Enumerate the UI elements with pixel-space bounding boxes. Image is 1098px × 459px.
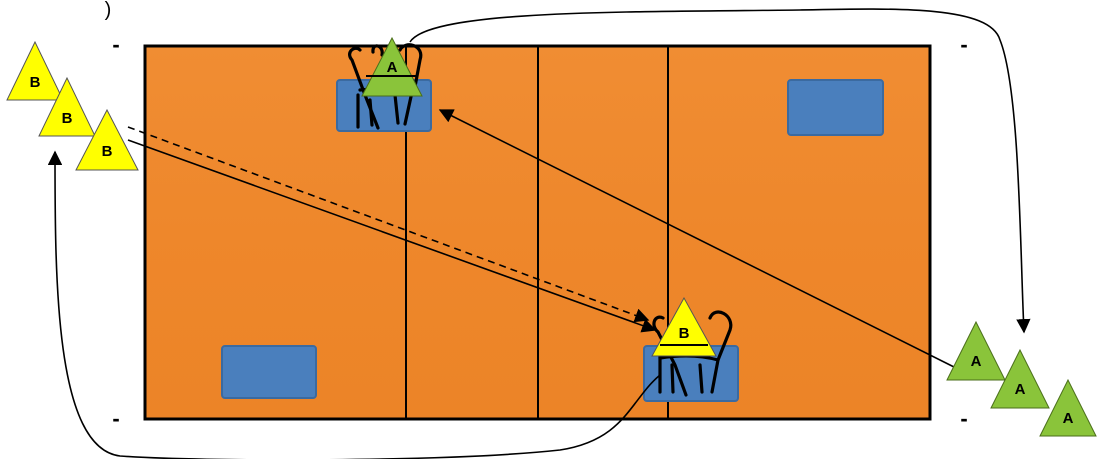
arrow-b-rotation (47, 150, 661, 459)
player-a-2-label: A (1015, 381, 1026, 398)
player-a-3: A (1039, 378, 1097, 437)
player-b-station-label: B (679, 325, 690, 342)
team-b-line: B B B (6, 40, 139, 171)
arrow-b-pass-solid (127, 139, 657, 333)
edge-marks: - - - - ) (105, 0, 968, 431)
target-zone-top-right (787, 79, 884, 136)
edge-mark-top-right: - (960, 32, 967, 57)
arrow-b-pass-dashed (127, 126, 650, 323)
player-b-station: B (651, 296, 717, 357)
player-a-1: A (946, 320, 1006, 381)
player-a-3-label: A (1063, 410, 1074, 427)
player-a-2: A (990, 348, 1050, 409)
player-b-2: B (38, 76, 96, 137)
player-b-3-label: B (102, 143, 113, 160)
edge-mark-bottom-left: - (112, 406, 119, 431)
arrow-a-rotation (409, 8, 1031, 334)
chair-icon-bottom (652, 310, 733, 397)
player-b-2-label: B (62, 110, 73, 127)
edge-mark-top-left: - (112, 32, 119, 57)
team-a-line: A A A (946, 320, 1097, 437)
player-b-3: B (75, 108, 139, 171)
target-zone-bottom-left (221, 345, 317, 399)
player-a-station: A (361, 36, 423, 97)
player-b-1: B (6, 40, 64, 101)
player-a-station-label: A (387, 59, 398, 76)
arrow-a-pass (438, 109, 961, 371)
player-a-1-label: A (971, 353, 982, 370)
edge-mark-bottom-right: - (960, 406, 967, 431)
corner-mark: ) (105, 0, 112, 21)
arrows (47, 8, 1031, 459)
player-b-1-label: B (30, 74, 41, 91)
